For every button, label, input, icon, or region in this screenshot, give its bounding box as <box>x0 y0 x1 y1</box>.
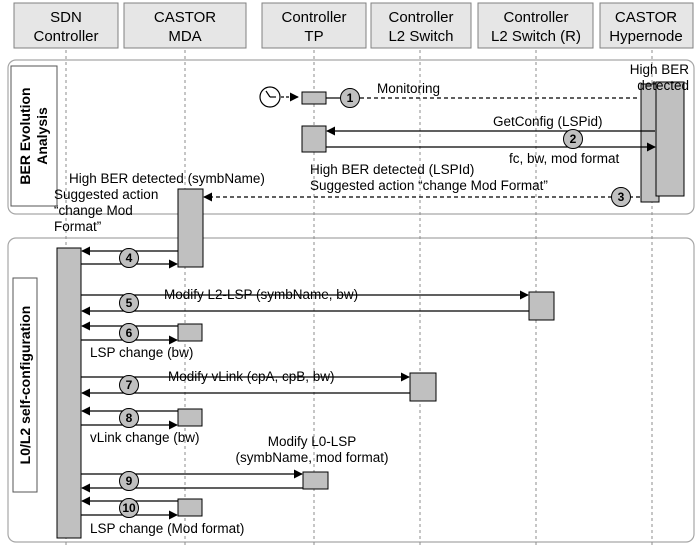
participant-label: SDN <box>50 9 82 26</box>
lsp-change-bw-label: LSP change (bw) <box>90 345 193 360</box>
participant-label: Controller <box>33 28 98 45</box>
step-number: 3 <box>618 190 625 204</box>
getconfig-label: GetConfig (LSPid) <box>493 114 603 129</box>
suggested-action-text: Suggested action <box>54 187 158 202</box>
clock-icon <box>259 86 281 108</box>
step-10-badge: 10 <box>119 498 139 518</box>
change-mod-text: “change Mod <box>54 203 133 218</box>
high-ber-label: detected <box>637 78 689 93</box>
step-4-badge: 4 <box>119 248 139 268</box>
participant-label: L2 Switch <box>388 28 453 45</box>
lsp-change-mod-label: LSP change (Mod format) <box>90 521 244 536</box>
participant-label: CASTOR <box>154 9 216 26</box>
participant-label: MDA <box>168 28 201 45</box>
modify-l0-label: Modify L0-LSP <box>268 434 357 449</box>
message-arrows <box>81 97 656 520</box>
section-title: L0/L2 self-configuration <box>17 306 33 465</box>
participant-label: Controller <box>503 9 568 26</box>
modify-vlink-label: Modify vLink (cpA, cpB, bw) <box>168 369 335 384</box>
tp-activation-9 <box>302 471 329 490</box>
step-number: 8 <box>126 411 133 425</box>
step-6-badge: 6 <box>119 323 139 343</box>
step-8-badge: 8 <box>119 408 139 428</box>
mda-activation-6 <box>177 323 203 342</box>
participant-tp: Controller TP <box>261 2 367 49</box>
participant-label: Controller <box>281 9 346 26</box>
step-number: 2 <box>570 132 577 146</box>
participant-mda: CASTOR MDA <box>123 2 247 49</box>
getconfig-response-label: fc, bw, mod format <box>509 151 620 166</box>
step-number: 4 <box>126 251 133 265</box>
participant-label: CASTOR <box>615 9 677 26</box>
step-number: 6 <box>126 326 133 340</box>
step-number: 9 <box>126 474 133 488</box>
participant-label: Hypernode <box>609 28 682 45</box>
hyper-activation-inner <box>655 81 685 197</box>
section-title: Analysis <box>34 107 50 165</box>
mda-activation-10 <box>177 498 203 517</box>
participant-sdn: SDN Controller <box>13 2 119 49</box>
l0l2-section-label: L0/L2 self-configuration <box>12 277 38 493</box>
step-3-badge: 3 <box>611 187 631 207</box>
ber-section-label: BER Evolution Analysis <box>10 65 58 207</box>
step-1-badge: 1 <box>340 88 360 108</box>
highber-symb-label: High BER detected (symbName) <box>69 171 265 186</box>
participant-l2: Controller L2 Switch <box>370 2 472 49</box>
mda-activation-8 <box>177 408 203 427</box>
l2r-activation <box>528 291 555 321</box>
step-7-badge: 7 <box>119 375 139 395</box>
step-5-badge: 5 <box>119 293 139 313</box>
l0l2-section-frame <box>7 237 695 543</box>
step-2-badge: 2 <box>563 129 583 149</box>
format-text: Format” <box>54 219 101 234</box>
participant-label: TP <box>304 28 323 45</box>
step-9-badge: 9 <box>119 471 139 491</box>
participant-hyper: CASTOR Hypernode <box>599 2 694 49</box>
mda-activation <box>177 188 204 268</box>
step-number: 5 <box>126 296 133 310</box>
participant-label: L2 Switch (R) <box>491 28 581 45</box>
sdn-activation <box>56 247 82 539</box>
modify-l2-label: Modify L2-LSP (symbName, bw) <box>164 287 358 302</box>
tp-activation-getconfig <box>301 125 327 153</box>
section-title: BER Evolution <box>17 87 33 184</box>
step-number: 7 <box>126 378 133 392</box>
modify-l0-params-label: (symbName, mod format) <box>235 450 388 465</box>
step-number: 10 <box>122 501 136 515</box>
participant-l2r: Controller L2 Switch (R) <box>477 2 594 49</box>
monitoring-label: Monitoring <box>377 81 440 96</box>
step-number: 1 <box>347 91 354 105</box>
vlink-change-label: vLink change (bw) <box>90 430 200 445</box>
suggested-action-label: Suggested action “change Mod Format” <box>310 178 548 193</box>
highber-lsp-label: High BER detected (LSPId) <box>310 162 474 177</box>
l2-activation <box>409 372 437 402</box>
participant-label: Controller <box>388 9 453 26</box>
tp-activation-monitoring <box>301 91 327 105</box>
high-ber-label: High BER <box>630 62 690 77</box>
